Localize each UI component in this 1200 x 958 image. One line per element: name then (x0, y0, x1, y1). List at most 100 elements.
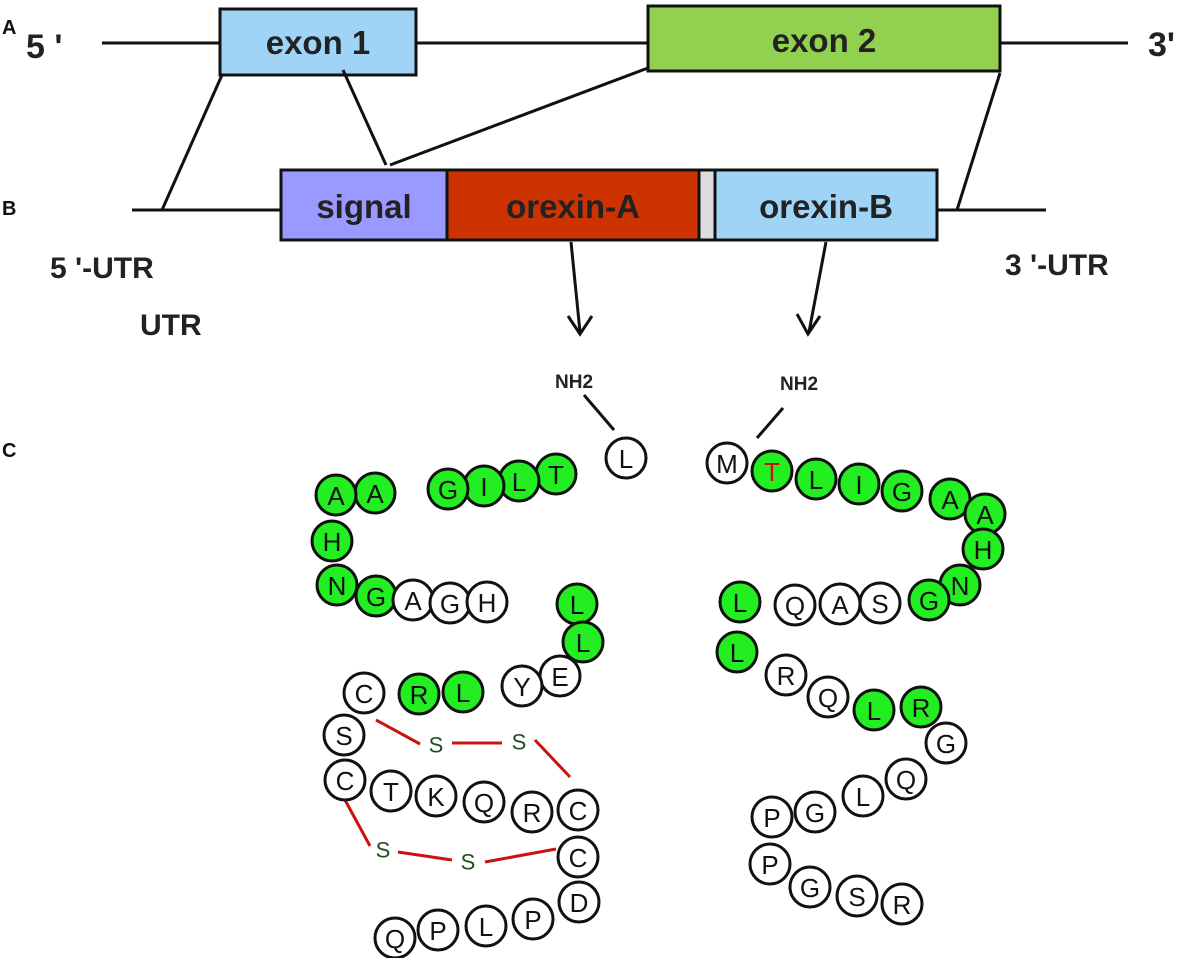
amino-acid-letter: C (355, 679, 374, 709)
amino-acid-residue (342, 671, 386, 715)
amino-acid-letter: I (855, 470, 862, 500)
amino-acid-letter: H (478, 588, 497, 618)
amino-acid-letter: R (777, 661, 796, 691)
amino-acid-residue (880, 469, 924, 513)
amino-acid-residue (841, 774, 885, 818)
exon-2-box (646, 4, 1002, 73)
orexin-a-segment (445, 168, 701, 242)
arrow-orexin-b (807, 241, 828, 333)
amino-acid-residue (414, 774, 458, 818)
amino-acid-residue (788, 865, 832, 909)
orexin-b-nh2-label: NH2 (780, 374, 818, 395)
amino-acid-letter: M (716, 449, 738, 479)
amino-acid-letter: N (951, 571, 970, 601)
amino-acid-letter: G (892, 477, 912, 507)
amino-acid-letter: R (912, 693, 931, 723)
sulfur-atom: S (461, 850, 476, 875)
orexin-a-label: orexin-A (506, 188, 640, 225)
arrow-head-orexin-b (795, 313, 822, 337)
amino-acid-letter: L (512, 467, 526, 497)
connector-exon1-left (160, 74, 224, 211)
amino-acid-letter: L (856, 782, 870, 812)
orexin-b-segment (713, 168, 939, 242)
orexin-a-nh2-label: NH2 (555, 372, 593, 393)
three-prime-label: 3' (1148, 26, 1175, 64)
amino-acid-residue (511, 897, 555, 941)
signal-label: signal (316, 188, 411, 225)
amino-acid-letter: H (974, 535, 993, 565)
amino-acid-residue (748, 842, 792, 886)
amino-acid-letter: Q (385, 924, 405, 954)
amino-acid-letter: E (551, 662, 568, 692)
amino-acid-residue (323, 758, 367, 802)
amino-acid-residue (315, 563, 359, 607)
five-prime-label: 5 ' (26, 28, 62, 66)
amino-acid-residue (416, 908, 460, 952)
amino-acid-residue (465, 580, 509, 624)
amino-acid-letter: D (570, 888, 589, 918)
amino-acid-letter: Q (896, 765, 916, 795)
connector-exon2-right (955, 72, 1002, 211)
amino-acid-residue (880, 882, 924, 926)
splice-connectors (160, 66, 1002, 211)
amino-acid-letter: L (456, 678, 470, 708)
amino-acid-residue (557, 880, 601, 924)
amino-acid-letter: L (479, 912, 493, 942)
amino-acid-residue (884, 757, 928, 801)
amino-acid-letter: S (871, 589, 888, 619)
ss-bond-segment (484, 847, 557, 864)
amino-acid-letter: A (941, 485, 959, 515)
spacer-segment (697, 168, 717, 242)
amino-acid-residue (773, 583, 817, 627)
connector-exon2-left (389, 66, 649, 167)
amino-acid-letter: L (867, 696, 881, 726)
amino-acid-letter: T (383, 777, 399, 807)
amino-acid-residue (462, 780, 506, 824)
amino-acid-residue (806, 675, 850, 719)
amino-acid-letter: G (366, 582, 386, 612)
ss-bond-segment (533, 738, 572, 779)
amino-acid-letter: S (848, 882, 865, 912)
mrna-structure: signal orexin-A orexin-B 5 '-UTR UTR 3 '… (50, 168, 1109, 342)
amino-acid-residue (835, 874, 879, 918)
amino-acid-residue (764, 653, 808, 697)
amino-acid-letter: T (764, 457, 780, 487)
orexin-a-nh2-bond (582, 394, 616, 431)
amino-acid-residue (793, 790, 837, 834)
amino-acid-residue (500, 664, 544, 708)
amino-acid-residue (397, 672, 441, 716)
amino-acid-residue (510, 790, 554, 834)
amino-acid-letter: L (619, 444, 633, 474)
amino-acid-letter: R (523, 798, 542, 828)
amino-acid-letter: A (404, 586, 422, 616)
amino-acid-letter: R (893, 890, 912, 920)
amino-acid-residue (907, 578, 951, 622)
amino-acid-letter: R (410, 680, 429, 710)
amino-acid-letter: P (429, 916, 446, 946)
amino-acid-letter: C (569, 843, 588, 873)
amino-acid-letter: K (427, 782, 445, 812)
exon-2-label: exon 2 (772, 22, 877, 59)
amino-acid-letter: Q (474, 788, 494, 818)
amino-acid-letter: G (440, 589, 460, 619)
amino-acid-residue (924, 721, 968, 765)
amino-acid-residue (464, 904, 508, 948)
amino-acid-letter: A (976, 500, 994, 530)
amino-acid-letter: L (570, 590, 584, 620)
amino-acid-letter: G (919, 586, 939, 616)
amino-acid-letter: L (733, 588, 747, 618)
amino-acid-letter: G (438, 475, 458, 505)
amino-acid-letter: P (761, 850, 778, 880)
amino-acid-residue (314, 473, 358, 517)
amino-acid-letter: I (480, 472, 487, 502)
utr-extra-label: UTR (140, 309, 202, 342)
amino-acid-letter: T (548, 460, 564, 490)
signal-segment (279, 168, 449, 242)
amino-acid-residue (818, 582, 862, 626)
cleavage-arrows (566, 241, 828, 337)
amino-acid-residue (718, 580, 762, 624)
amino-acid-letter: Y (513, 672, 530, 702)
